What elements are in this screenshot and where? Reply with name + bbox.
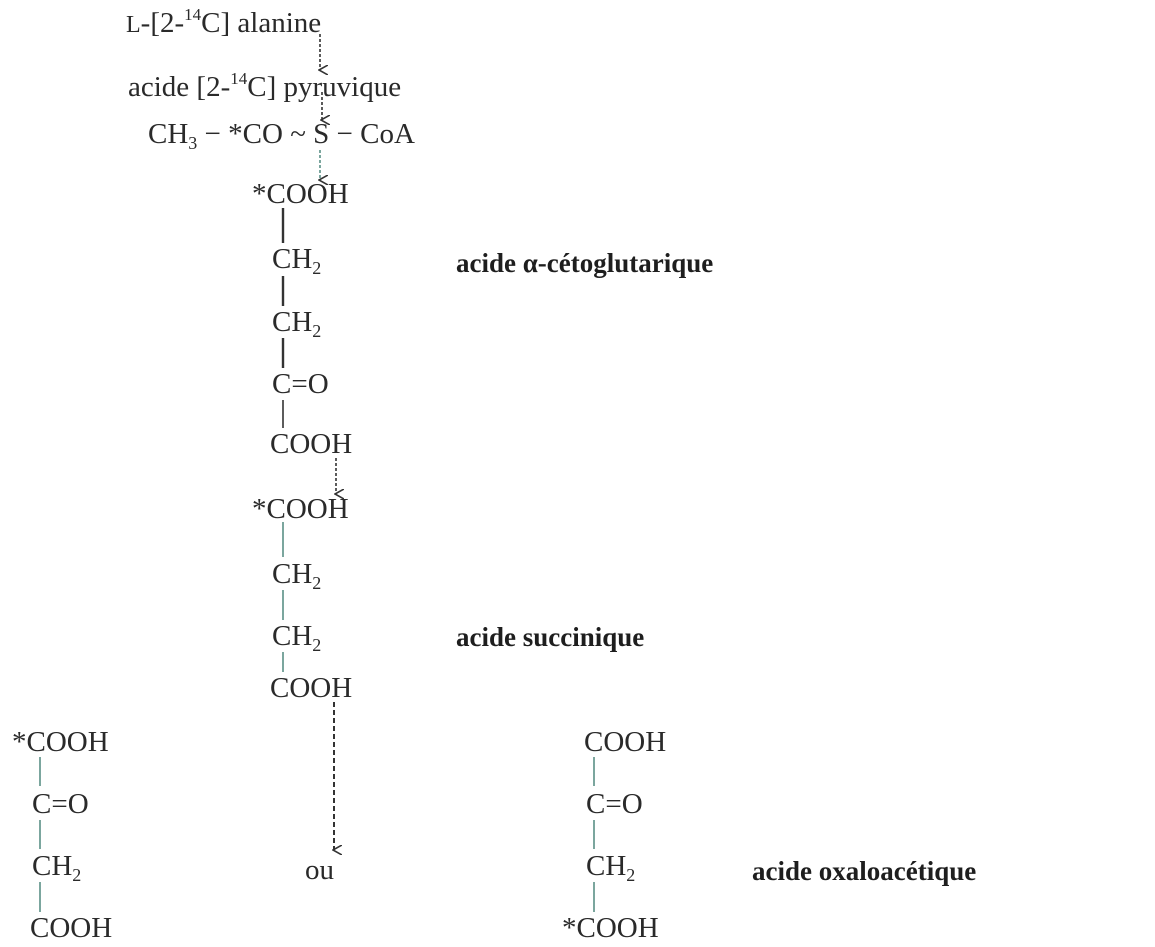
oxaloacetate-name: acide oxaloacétique bbox=[752, 856, 977, 886]
akg-carbon-1: *COOH bbox=[252, 178, 349, 210]
or-label: ou bbox=[305, 854, 334, 886]
oaa-left-carbon-1: *COOH bbox=[12, 726, 109, 758]
akg-carbon-2: CH2 bbox=[272, 243, 322, 278]
oaa-left-carbon-2: C=O bbox=[32, 788, 89, 820]
akg-carbon-3: CH2 bbox=[272, 306, 322, 341]
succinate-carbon-4: COOH bbox=[270, 672, 353, 704]
oaa-right-carbon-4: *COOH bbox=[562, 912, 659, 944]
akg-carbon-5: COOH bbox=[270, 428, 353, 460]
oaa-right-carbon-1: COOH bbox=[584, 726, 667, 758]
succinate-carbon-1: *COOH bbox=[252, 493, 349, 525]
akg-carbon-4: C=O bbox=[272, 368, 329, 400]
acetyl-coa-formula: CH3 − *CO ~ S − CoA bbox=[148, 118, 415, 153]
pyruvate-label: acide [2-14C] pyruvique bbox=[128, 69, 402, 103]
akg-name: acide α-cétoglutarique bbox=[456, 248, 714, 278]
succinate-carbon-3: CH2 bbox=[272, 620, 322, 655]
succinate-carbon-2: CH2 bbox=[272, 558, 322, 593]
oaa-left-carbon-4: COOH bbox=[30, 912, 113, 944]
oaa-left-carbon-3: CH2 bbox=[32, 850, 82, 885]
oaa-right-carbon-3: CH2 bbox=[586, 850, 636, 885]
alanine-label: L-[2-14C] alanine bbox=[126, 5, 322, 39]
oaa-right-carbon-2: C=O bbox=[586, 788, 643, 820]
succinate-name: acide succinique bbox=[456, 622, 645, 652]
